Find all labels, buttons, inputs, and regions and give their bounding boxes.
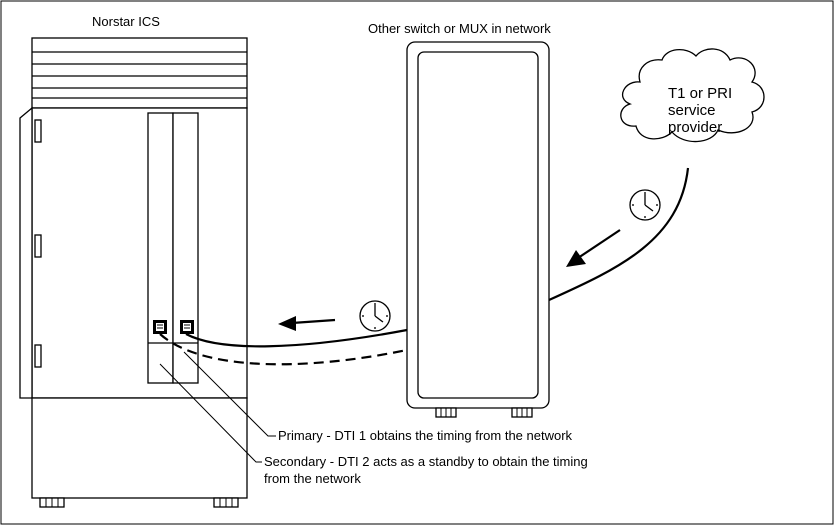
hinge — [34, 119, 42, 143]
mux-foot-details — [440, 408, 528, 417]
cloud-label-line1: T1 or PRI — [668, 85, 732, 102]
other-switch-label: Other switch or MUX in network — [368, 21, 551, 36]
hinge — [34, 234, 42, 258]
hinge — [34, 344, 42, 368]
callout-leaders — [159, 351, 276, 463]
secondary-link — [159, 333, 408, 366]
clock-icon — [359, 300, 391, 332]
cabinet-main-body — [31, 107, 248, 399]
clock-icon — [629, 189, 661, 221]
arrow-icon — [278, 316, 336, 331]
norstar-label: Norstar ICS — [92, 14, 160, 29]
cloud-label-line3: provider — [668, 119, 722, 136]
cloud-label-line2: service — [668, 102, 716, 119]
mux-inner — [417, 51, 539, 399]
secondary-callout-line2: from the network — [264, 471, 361, 486]
foot-details — [45, 498, 233, 507]
primary-leader — [183, 351, 276, 437]
network-jack-icon — [180, 320, 194, 334]
secondary-callout-line1: Secondary - DTI 2 acts as a standby to o… — [264, 454, 588, 469]
dti-card-1 — [147, 112, 174, 384]
secondary-leader — [159, 363, 262, 463]
primary-callout: Primary - DTI 1 obtains the timing from … — [278, 428, 573, 443]
provider-link — [548, 167, 690, 302]
arrow-icon — [566, 229, 621, 267]
cloud-icon — [620, 48, 765, 143]
cabinet-base — [31, 397, 248, 499]
cabinet-door-edge — [19, 106, 33, 399]
primary-link — [185, 328, 408, 348]
other-switch-mux — [406, 41, 550, 418]
norstar-ics-cabinet — [19, 37, 248, 508]
network-jack-icon — [153, 320, 167, 334]
